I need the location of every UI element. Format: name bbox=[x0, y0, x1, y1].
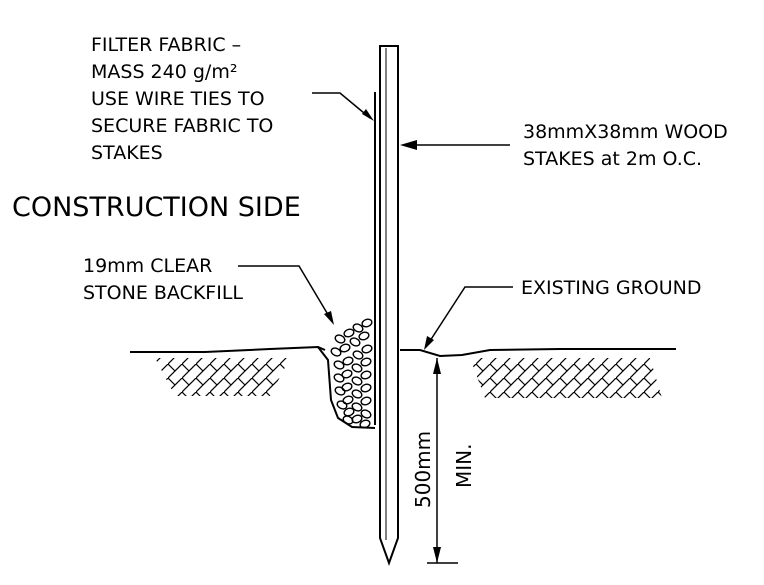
stone bbox=[342, 356, 354, 366]
stone bbox=[342, 415, 354, 425]
existing-ground-leader bbox=[424, 286, 513, 350]
stone bbox=[333, 360, 345, 370]
clear-stone-label: 19mm CLEAR STONE BACKFILL bbox=[83, 255, 243, 304]
stone bbox=[360, 383, 372, 393]
depth-value-label: 500mm bbox=[411, 431, 435, 508]
stone bbox=[343, 407, 355, 417]
stone bbox=[341, 382, 353, 392]
stone bbox=[334, 386, 346, 396]
stone bbox=[333, 373, 345, 383]
stone bbox=[351, 389, 363, 399]
depth-min-label: MIN. bbox=[452, 444, 476, 488]
stone bbox=[330, 347, 342, 357]
stone bbox=[349, 337, 361, 347]
stone bbox=[343, 328, 355, 338]
trench-outline bbox=[317, 346, 376, 429]
stone bbox=[339, 343, 351, 353]
stone bbox=[360, 370, 372, 380]
stone bbox=[358, 331, 370, 341]
ground-line-left bbox=[130, 345, 326, 353]
stone bbox=[360, 409, 372, 419]
existing-ground-label: EXISTING GROUND bbox=[521, 277, 702, 299]
stone bbox=[352, 323, 364, 333]
stone bbox=[361, 344, 373, 354]
wood-stakes-leader bbox=[400, 140, 510, 150]
stone bbox=[351, 402, 363, 412]
stone bbox=[336, 400, 348, 410]
soil-hatch-right bbox=[470, 358, 662, 398]
stone bbox=[360, 396, 372, 406]
stone bbox=[351, 363, 363, 373]
wood-stakes-label: 38mmX38mm WOOD STAKES at 2m O.C. bbox=[523, 121, 734, 170]
stone bbox=[360, 357, 372, 367]
stone bbox=[342, 395, 354, 405]
stone-backfill bbox=[330, 318, 373, 429]
wood-stake bbox=[379, 45, 399, 566]
stone bbox=[341, 369, 353, 379]
filter-fabric-leader bbox=[312, 92, 374, 121]
filter-fabric-label: FILTER FABRIC – MASS 240 g/m² USE WIRE T… bbox=[91, 34, 279, 164]
construction-side-label: CONSTRUCTION SIDE bbox=[12, 192, 301, 223]
depth-dimension bbox=[427, 358, 458, 564]
stone bbox=[334, 334, 346, 344]
soil-hatch-left bbox=[155, 358, 290, 396]
stone bbox=[352, 350, 364, 360]
clear-stone-leader bbox=[238, 265, 334, 325]
stone bbox=[361, 318, 373, 328]
stone bbox=[351, 376, 363, 386]
stone bbox=[359, 419, 371, 429]
ground-line-right bbox=[400, 348, 676, 358]
